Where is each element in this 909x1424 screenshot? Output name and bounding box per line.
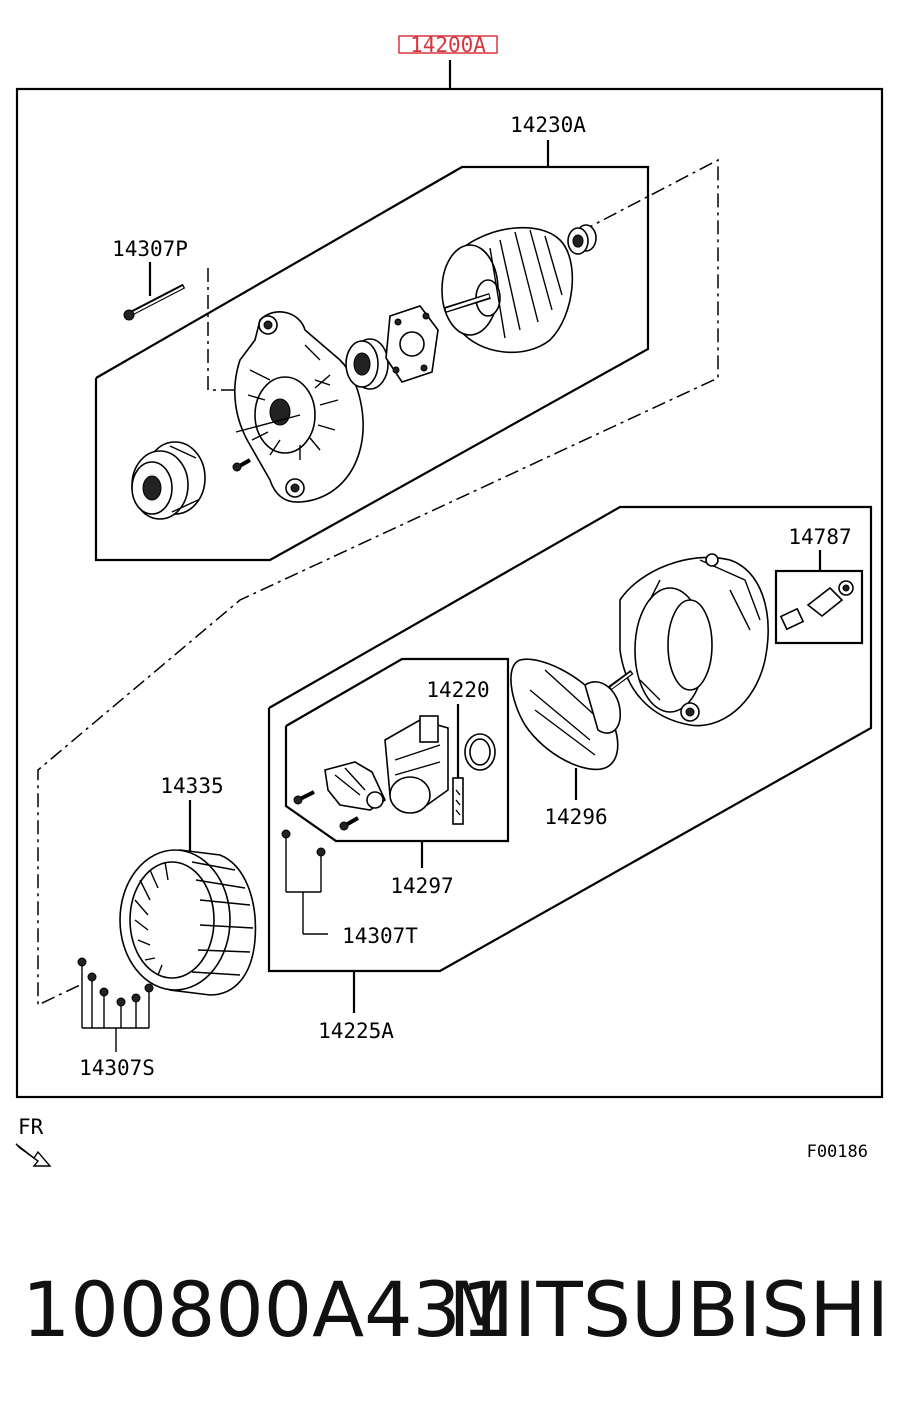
- group-outline-14230A: [94, 165, 650, 562]
- figure-code: F00186: [807, 1142, 868, 1162]
- label-14225A[interactable]: 14225A: [318, 1019, 394, 1043]
- rectifier: [510, 658, 634, 771]
- label-14787[interactable]: 14787: [788, 525, 851, 549]
- regulator-screws: [293, 790, 359, 831]
- assembly-label-highlight: [398, 35, 498, 54]
- rear-housing: [619, 553, 769, 727]
- front-bearing: [345, 338, 389, 390]
- through-bolt: [123, 283, 186, 321]
- label-14296[interactable]: 14296: [544, 805, 607, 829]
- front-direction-label: FR: [18, 1115, 44, 1139]
- small-bolt: [232, 458, 251, 472]
- outer-frame: [15, 87, 884, 1099]
- regulator: [384, 715, 449, 814]
- snap-ring: [464, 733, 496, 771]
- front-housing: [234, 311, 364, 503]
- stator: [119, 849, 257, 996]
- screws-14307T: [281, 829, 328, 935]
- label-14220[interactable]: 14220: [426, 678, 489, 702]
- rear-bearing: [567, 224, 597, 255]
- label-14335[interactable]: 14335: [160, 774, 223, 798]
- label-14307P[interactable]: 14307P: [112, 237, 188, 261]
- label-14307T[interactable]: 14307T: [342, 924, 418, 948]
- group-outline-14225A: [267, 505, 873, 973]
- assembly-label[interactable]: 14200A: [410, 33, 486, 57]
- part-number: 100800A431: [22, 1265, 510, 1354]
- terminal-insulator: [779, 580, 854, 631]
- brush-holder: [324, 761, 387, 811]
- rotor: [441, 226, 574, 354]
- pulley: [131, 441, 206, 520]
- alternator-exploded-diagram: 14200A 14230A 14307P: [15, 33, 884, 1167]
- screws-14307S: [77, 957, 154, 1052]
- brush: [452, 777, 464, 825]
- label-14297[interactable]: 14297: [390, 874, 453, 898]
- group-outline-14297: [284, 657, 510, 843]
- brand-name: MITSUBISHI: [448, 1265, 889, 1354]
- retainer-plate: [385, 305, 439, 383]
- label-14230A[interactable]: 14230A: [510, 113, 586, 137]
- label-14307S[interactable]: 14307S: [79, 1056, 155, 1080]
- front-arrow-icon: [15, 1143, 52, 1167]
